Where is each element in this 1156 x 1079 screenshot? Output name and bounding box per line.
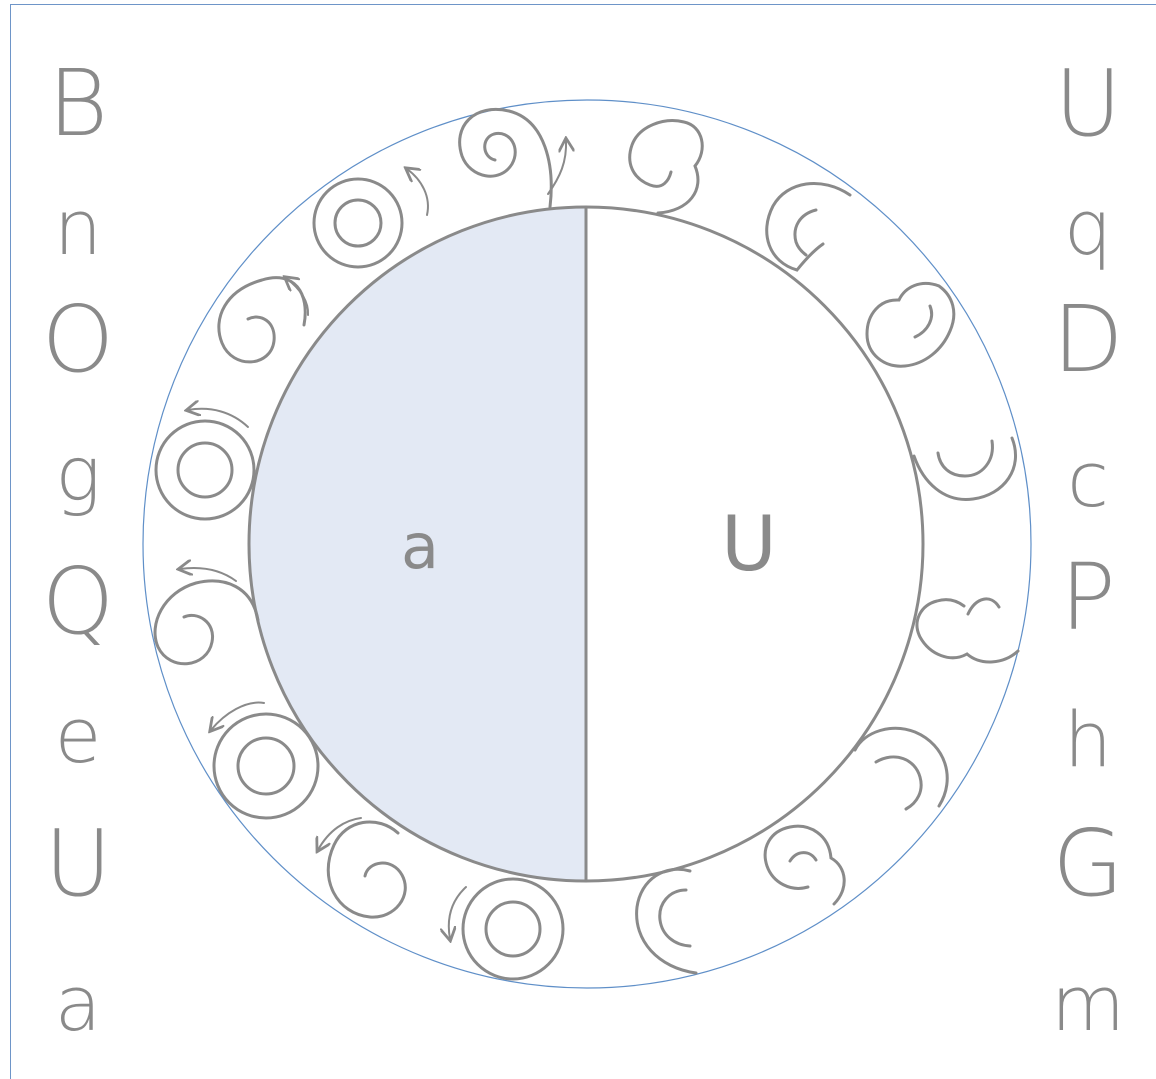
- spiral-icon: [155, 568, 258, 664]
- right-ring-tracing-patterns: [630, 121, 1018, 973]
- cloud-curl-icon: [914, 438, 1016, 499]
- concentric-circle-icon: [156, 409, 254, 519]
- concentric-circle-icon: [449, 879, 563, 979]
- cloud-curl-icon: [637, 869, 696, 973]
- cloud-curl-icon: [630, 121, 702, 213]
- cloud-curl-icon: [855, 728, 947, 809]
- concentric-circle-icon: [314, 169, 428, 267]
- spiral-icon: [460, 109, 566, 207]
- spiral-icon: [219, 278, 308, 362]
- wheel-left-letter: a: [401, 510, 439, 583]
- cloud-curl-icon: [917, 599, 1018, 662]
- spiral-icon: [318, 818, 405, 917]
- cloud-curl-icon: [767, 183, 850, 270]
- wheel-right-letter: U: [721, 499, 777, 588]
- cloud-curl-icon: [867, 283, 954, 366]
- cloud-curl-icon: [765, 826, 844, 904]
